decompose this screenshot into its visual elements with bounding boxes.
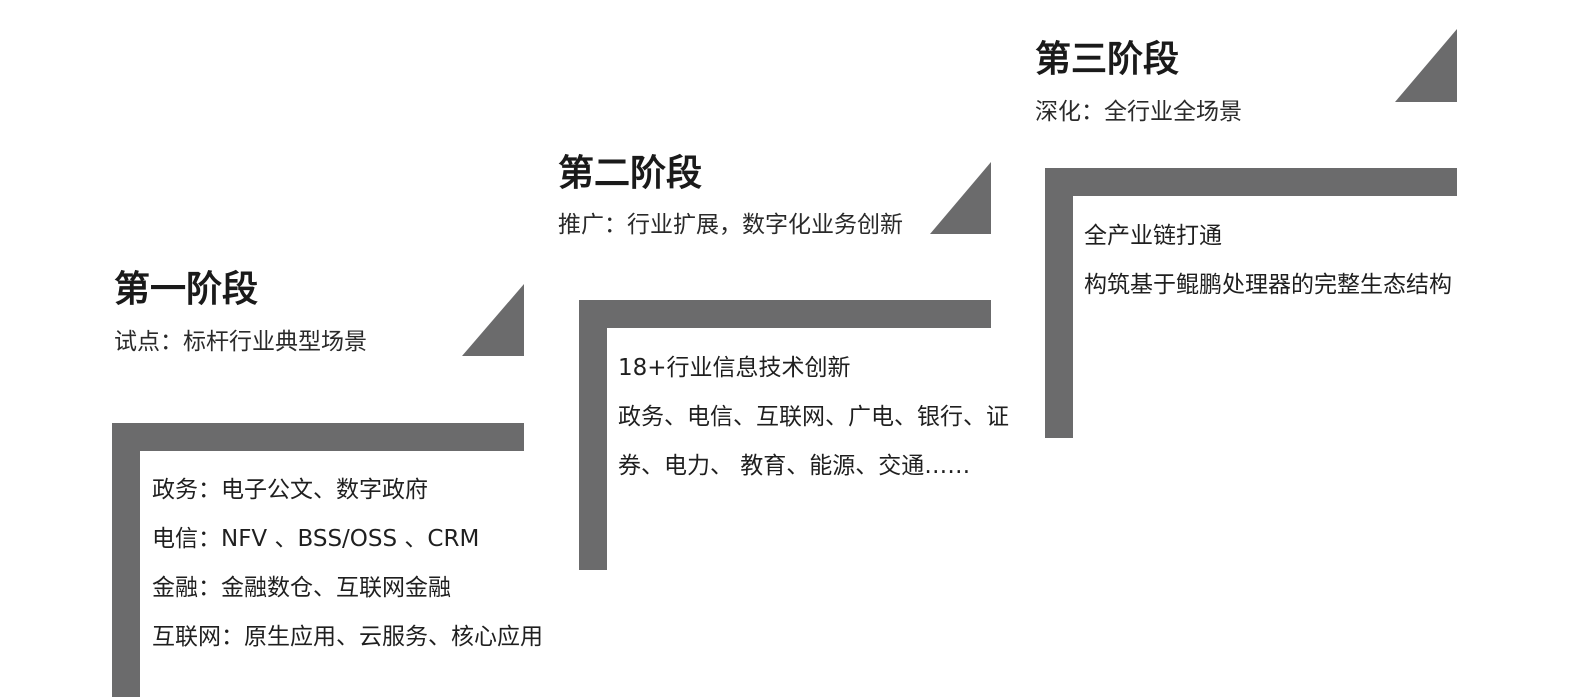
stage-3-step-side — [1045, 168, 1073, 438]
stage-3-item: 全产业链打通 — [1084, 223, 1222, 249]
stage-1-item: 政务：电子公文、数字政府 — [152, 477, 428, 503]
stage-2-triangle — [930, 162, 991, 234]
stage-1-item: 电信：NFV 、BSS/OSS 、CRM — [152, 526, 480, 552]
stage-1-triangle — [462, 284, 524, 356]
stage-2-step-top — [579, 300, 991, 328]
stage-2-item: 券、电力、 教育、能源、交通…… — [618, 453, 971, 479]
stage-1-item-list: 政务：电子公文、数字政府 电信：NFV 、BSS/OSS 、CRM 金融：金融数… — [152, 466, 543, 662]
stage-3-subtitle: 深化：全行业全场景 — [1035, 99, 1242, 125]
stage-3-step-top — [1045, 168, 1457, 196]
stage-1-item: 金融：金融数仓、互联网金融 — [152, 575, 451, 601]
stage-2-title: 第二阶段 — [558, 153, 703, 194]
stage-1-item: 互联网：原生应用、云服务、核心应用 — [152, 624, 543, 650]
stage-1-step-top — [112, 423, 524, 451]
stage-3-title: 第三阶段 — [1035, 39, 1180, 80]
stage-2-step-side — [579, 300, 607, 570]
stage-1-title: 第一阶段 — [114, 269, 259, 310]
stage-2-item: 政务、电信、互联网、广电、银行、证 — [618, 404, 1009, 430]
stage-3-triangle — [1395, 29, 1457, 102]
stage-2-item-list: 18+行业信息技术创新 政务、电信、互联网、广电、银行、证 券、电力、 教育、能… — [618, 344, 1009, 491]
stage-2-item: 18+行业信息技术创新 — [618, 355, 851, 381]
stage-2-subtitle: 推广：行业扩展，数字化业务创新 — [558, 212, 903, 238]
stage-1-subtitle: 试点：标杆行业典型场景 — [114, 329, 367, 355]
stage-3-item: 构筑基于鲲鹏处理器的完整生态结构 — [1084, 272, 1452, 298]
stage-3-item-list: 全产业链打通 构筑基于鲲鹏处理器的完整生态结构 — [1084, 212, 1452, 310]
stage-1-step-side — [112, 423, 140, 697]
